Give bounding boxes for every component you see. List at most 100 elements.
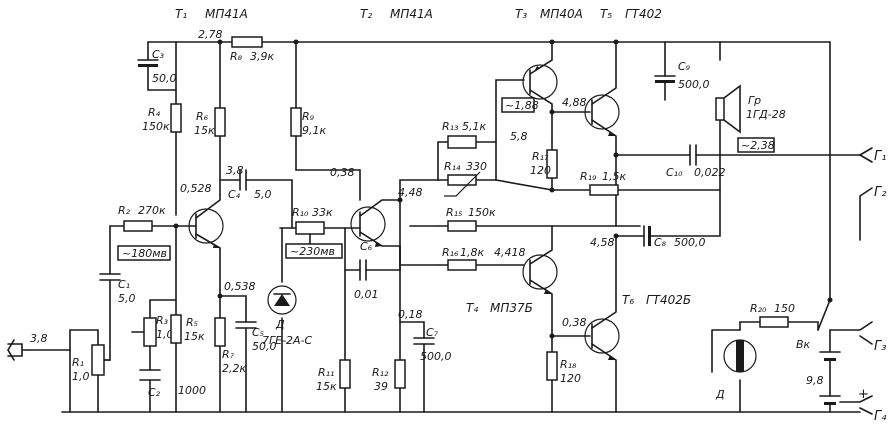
r13-value: 5,1к <box>462 120 486 133</box>
c6-name: C₆ <box>360 240 373 253</box>
t2-base-v: 0,38 <box>330 166 355 179</box>
t2-emitter-v: 0,18 <box>398 308 423 321</box>
t6-type: ГТ402Б <box>646 293 691 307</box>
v-out-mid: 4,58 <box>590 236 615 249</box>
r18-value: 120 <box>560 372 581 385</box>
r18-name: R₁₈ <box>560 358 577 371</box>
r6-body <box>214 107 226 137</box>
t6-emitter-arrow <box>608 355 616 360</box>
v-input: 3,8 <box>30 332 48 345</box>
node-t2-collector <box>397 197 403 203</box>
c3-value: 50,0 <box>152 72 177 85</box>
t4-body <box>522 254 558 290</box>
r11-value: 15к <box>316 380 337 393</box>
v-c4: 3,8 <box>226 164 244 177</box>
t5-body <box>584 94 620 130</box>
speaker-box <box>737 137 775 153</box>
r9-value: 9,1к <box>302 124 326 137</box>
speaker-box-text: ~2,38 <box>741 139 775 152</box>
input-wire <box>27 329 99 351</box>
r5-body <box>170 314 182 344</box>
c1-name: C₁ <box>118 278 130 291</box>
c6-wire <box>344 227 401 271</box>
t2-emitter-arrow <box>375 242 382 247</box>
r17-body <box>546 149 558 179</box>
t6-name: T₆ <box>622 293 634 307</box>
r4-value: 150к <box>142 120 170 133</box>
motor-frame <box>711 329 741 413</box>
jack-g3-label: Г₃ <box>874 339 886 354</box>
r1-value: 1,0 <box>72 370 90 383</box>
r6-value: 15к <box>194 124 215 137</box>
jack-g4-label: Г₄ <box>874 409 887 424</box>
r12-value: 39 <box>374 380 388 393</box>
label-1000: 1000 <box>178 384 206 397</box>
r10-value: 33к <box>312 206 333 219</box>
t2-collector <box>359 199 401 217</box>
r2-body <box>123 220 153 232</box>
speaker-magnet <box>715 97 725 121</box>
r15-value: 150к <box>468 206 496 219</box>
t3-base-box-text: ~1,88 <box>505 99 539 112</box>
v-supply: 2,78 <box>198 28 223 41</box>
r19-name: R₁₉ <box>580 170 597 183</box>
c1-wire <box>99 225 111 361</box>
battery-plate-4 <box>824 402 836 405</box>
r10-body <box>295 221 325 235</box>
r9-body <box>290 107 302 137</box>
c10-value: 0,022 <box>694 166 726 179</box>
jack-g1-label: Г₁ <box>874 149 886 164</box>
c6-value: 0,01 <box>354 288 379 301</box>
input-jack <box>7 339 29 361</box>
node-r17 <box>549 187 555 193</box>
c7-value: 500,0 <box>420 350 452 363</box>
r15-name: R₁₅ <box>446 206 462 219</box>
r3-value: 1,0 <box>156 328 174 341</box>
t2-name: T₂ <box>360 7 372 21</box>
r3-body <box>143 317 157 347</box>
t1-collector <box>195 194 221 219</box>
v-r13: 5,8 <box>510 130 528 143</box>
switch-wire <box>817 299 831 353</box>
r14-name: R₁₄ <box>444 160 461 173</box>
motor-name: Д <box>715 388 725 401</box>
r3-name: R₃ <box>156 314 169 327</box>
v-battery: 9,8 <box>806 374 824 387</box>
r12-name: R₁₂ <box>372 366 389 379</box>
node-rail-r9 <box>293 39 299 45</box>
r8-body <box>231 36 263 48</box>
c3-name: C₃ <box>152 48 165 61</box>
t3-body <box>522 64 558 100</box>
node-t5-base <box>549 109 555 115</box>
r5-value: 15к <box>184 330 205 343</box>
c8-wire <box>615 189 721 237</box>
c8-plate-b <box>648 226 651 246</box>
r14-link <box>495 179 553 191</box>
c2-name: C₂ <box>148 386 161 399</box>
c4-wire <box>219 179 293 229</box>
t2-type: МП41А <box>390 7 433 21</box>
t6-collector <box>591 235 617 329</box>
r2-box <box>117 245 171 261</box>
r15-body <box>447 220 477 232</box>
node-rail-r6 <box>217 39 223 45</box>
t1-type: МП41А <box>205 7 248 21</box>
r16-name: R₁₆ <box>442 246 459 259</box>
c4-name: C₄ <box>228 188 241 201</box>
t2-collector-bus <box>399 179 439 266</box>
switch-contact <box>827 297 833 303</box>
t3-name: T₃ <box>515 7 527 21</box>
c5-name: C₅ <box>252 326 264 339</box>
jack-g2-label: Г₂ <box>874 185 886 200</box>
r10-name: R₁₀ <box>292 206 309 219</box>
motor-loop <box>739 321 819 331</box>
r17-value: 120 <box>530 164 551 177</box>
jack-g2 <box>859 187 873 241</box>
c4-value: 5,0 <box>254 188 272 201</box>
t2-base-top <box>295 169 361 201</box>
c3-wire <box>147 41 177 91</box>
r16-value: 1,8к <box>460 246 484 259</box>
t1-emitter-v: 0,538 <box>224 280 256 293</box>
